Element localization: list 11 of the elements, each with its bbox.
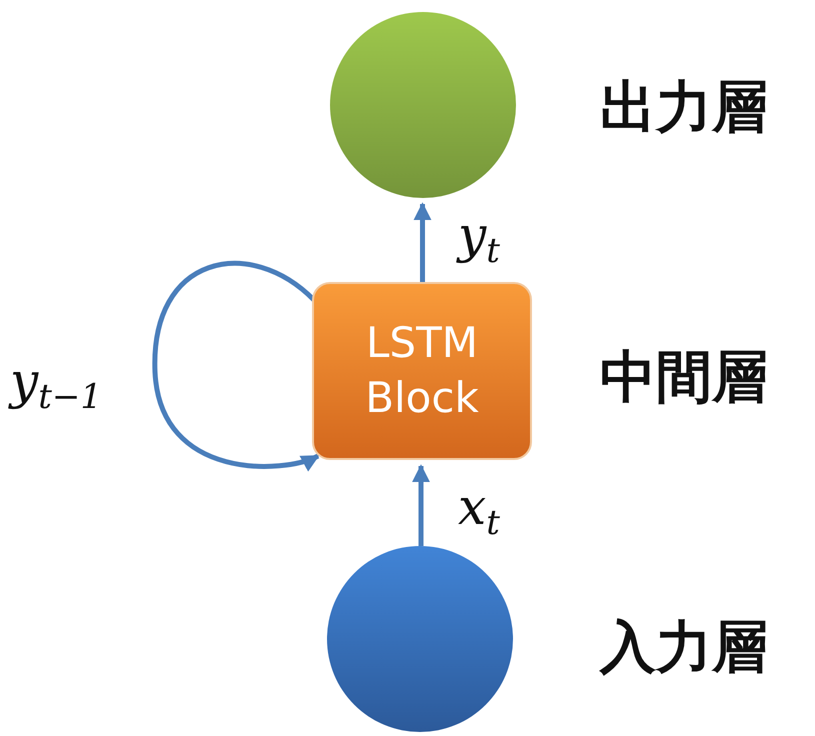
layer-label: 中間層 xyxy=(600,344,768,410)
edge-label: y$_{t−1}$ xyxy=(10,352,102,418)
block-label: LSTM Block xyxy=(364,317,480,424)
layer-label: 入力層 xyxy=(600,614,768,680)
layer-label: 出力層 xyxy=(600,74,768,140)
block-box xyxy=(312,282,532,460)
edge-label: x$_{t}$ xyxy=(458,478,500,544)
arrow xyxy=(152,261,320,471)
arrow xyxy=(414,202,432,282)
edge-label: y$_{t}$ xyxy=(458,206,500,272)
arrow xyxy=(412,464,430,546)
